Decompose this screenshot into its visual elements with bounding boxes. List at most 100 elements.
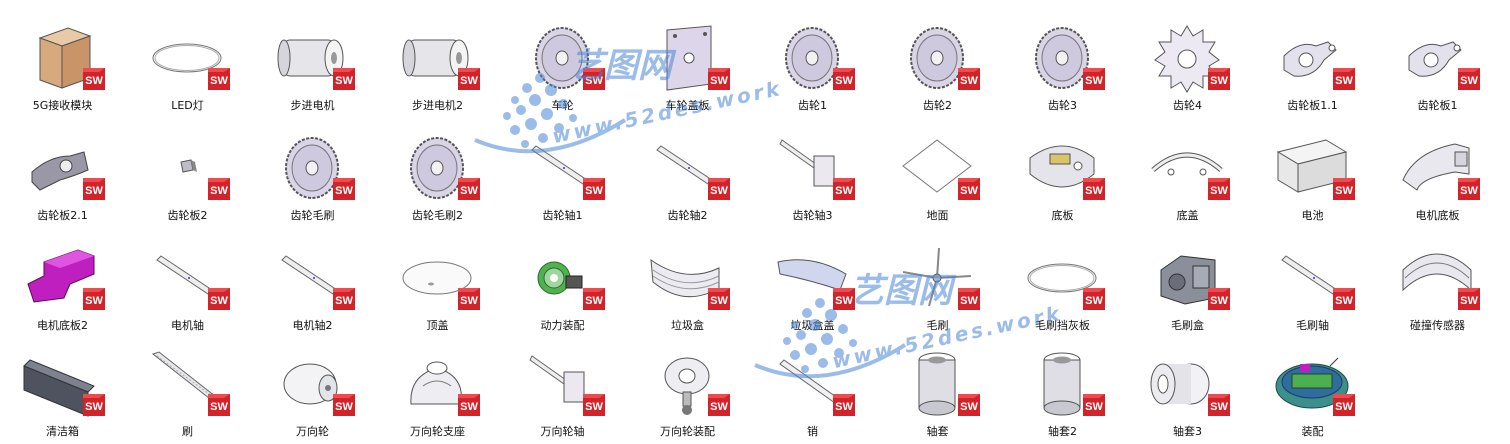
file-label: 底板 (1051, 209, 1074, 222)
file-item[interactable]: SW 齿轮轴1 (500, 122, 625, 228)
file-item[interactable]: SW 万向轮支座 (375, 338, 500, 444)
file-item[interactable]: SW 万向轮轴 (500, 338, 625, 444)
small-part-icon (180, 159, 197, 173)
file-item[interactable]: SW LED灯 (125, 12, 250, 118)
part-thumbnail (270, 130, 354, 206)
svg-text:SW: SW (585, 75, 603, 87)
solidworks-icon: SW (458, 394, 480, 416)
file-label: 毛刷 (926, 319, 949, 332)
file-item[interactable]: SW 齿轮板1 (1375, 12, 1500, 118)
svg-text:SW: SW (460, 185, 478, 197)
magenta-part-icon (27, 249, 95, 303)
svg-text:SW: SW (960, 295, 978, 307)
file-item[interactable]: SW 车轮 (500, 12, 625, 118)
file-item[interactable]: SW 齿轮毛刷2 (375, 122, 500, 228)
file-item[interactable]: SW 步进电机2 (375, 12, 500, 118)
file-item[interactable]: SW 碰撞传感器 (1375, 232, 1500, 338)
part-thumbnail (395, 240, 479, 316)
solidworks-icon: SW (1458, 68, 1480, 90)
file-item[interactable]: SW 装配 (1250, 338, 1375, 444)
file-item[interactable]: SW 轴套3 (1125, 338, 1250, 444)
file-item[interactable]: SW 步进电机 (250, 12, 375, 118)
file-item[interactable]: SW 顶盖 (375, 232, 500, 338)
file-item[interactable]: SW 齿轮轴2 (625, 122, 750, 228)
file-item[interactable]: SW 齿轮轴3 (750, 122, 875, 228)
file-item[interactable]: SW 刷 (125, 338, 250, 444)
file-label: 毛刷挡灰板 (1035, 319, 1090, 332)
gear-icon (1035, 27, 1089, 89)
file-item[interactable]: SW 轴套2 (1000, 338, 1125, 444)
file-item[interactable]: SW 电池 (1250, 122, 1375, 228)
solidworks-badge: SW (583, 394, 605, 416)
file-item[interactable]: SW 齿轮1 (750, 12, 875, 118)
file-item[interactable]: SW 垃圾盒盖 (750, 232, 875, 338)
part-thumbnail (20, 130, 104, 206)
file-label: 装配 (1301, 425, 1324, 438)
solidworks-badge: SW (83, 288, 105, 310)
file-label: 齿轮毛刷 (290, 209, 335, 222)
file-item[interactable]: SW 毛刷 (875, 232, 1000, 338)
solidworks-badge: SW (1208, 394, 1230, 416)
file-item[interactable]: SW 齿轮毛刷 (250, 122, 375, 228)
file-label: 齿轮3 (1048, 99, 1077, 112)
file-item[interactable]: SW 垃圾盒 (625, 232, 750, 338)
file-label: 齿轮4 (1173, 99, 1202, 112)
svg-text:SW: SW (835, 295, 853, 307)
file-item[interactable]: SW 齿轮板2.1 (0, 122, 125, 228)
solidworks-icon: SW (1208, 68, 1230, 90)
file-label: 动力装配 (540, 319, 585, 332)
gear-icon (785, 27, 839, 89)
file-item[interactable]: SW 毛刷挡灰板 (1000, 232, 1125, 338)
file-item[interactable]: SW 齿轮3 (1000, 12, 1125, 118)
svg-text:SW: SW (85, 75, 103, 87)
caster-icon (664, 357, 710, 415)
file-item[interactable]: SW 车轮盖板 (625, 12, 750, 118)
file-item[interactable]: SW 电机轴2 (250, 232, 375, 338)
gear-icon (535, 27, 589, 89)
svg-text:SW: SW (710, 295, 728, 307)
part-thumbnail (895, 240, 979, 316)
part-thumbnail (145, 130, 229, 206)
file-label: 车轮盖板 (665, 99, 710, 112)
solidworks-badge: SW (1083, 178, 1105, 200)
svg-text:SW: SW (335, 401, 353, 413)
svg-text:SW: SW (1085, 185, 1103, 197)
file-item[interactable]: SW 齿轮板2 (125, 122, 250, 228)
solidworks-badge: SW (458, 68, 480, 90)
solidworks-badge: SW (83, 394, 105, 416)
file-item[interactable]: SW 齿轮2 (875, 12, 1000, 118)
file-item[interactable]: SW 万向轮装配 (625, 338, 750, 444)
file-item[interactable]: SW 轴套 (875, 338, 1000, 444)
solidworks-badge: SW (208, 288, 230, 310)
solidworks-badge: SW (958, 178, 980, 200)
file-item[interactable]: SW 销 (750, 338, 875, 444)
part-thumbnail (770, 240, 854, 316)
file-item[interactable]: SW 底板 (1000, 122, 1125, 228)
file-item[interactable]: SW 动力装配 (500, 232, 625, 338)
file-item[interactable]: SW 齿轮板1.1 (1250, 12, 1375, 118)
solidworks-icon: SW (458, 288, 480, 310)
solidworks-badge: SW (1333, 178, 1355, 200)
part-thumbnail (770, 130, 854, 206)
solidworks-badge: SW (458, 178, 480, 200)
file-item[interactable]: SW 地面 (875, 122, 1000, 228)
file-item[interactable]: SW 清洁箱 (0, 338, 125, 444)
svg-text:SW: SW (460, 75, 478, 87)
file-label: 地面 (926, 209, 949, 222)
file-item[interactable]: SW 毛刷轴 (1250, 232, 1375, 338)
part-thumbnail (1395, 20, 1479, 96)
solidworks-badge: SW (833, 394, 855, 416)
file-item[interactable]: SW 5G接收模块 (0, 12, 125, 118)
file-item[interactable]: SW 电机底板 (1375, 122, 1500, 228)
file-item[interactable]: SW 电机底板2 (0, 232, 125, 338)
file-label: 步进电机 (290, 99, 335, 112)
file-item[interactable]: SW 底盖 (1125, 122, 1250, 228)
file-item[interactable]: SW 毛刷盒 (1125, 232, 1250, 338)
solidworks-icon: SW (83, 394, 105, 416)
file-item[interactable]: SW 电机轴 (125, 232, 250, 338)
solidworks-icon: SW (708, 394, 730, 416)
part-thumbnail (145, 20, 229, 96)
file-label: 顶盖 (426, 319, 449, 332)
file-item[interactable]: SW 万向轮 (250, 338, 375, 444)
file-item[interactable]: SW 齿轮4 (1125, 12, 1250, 118)
